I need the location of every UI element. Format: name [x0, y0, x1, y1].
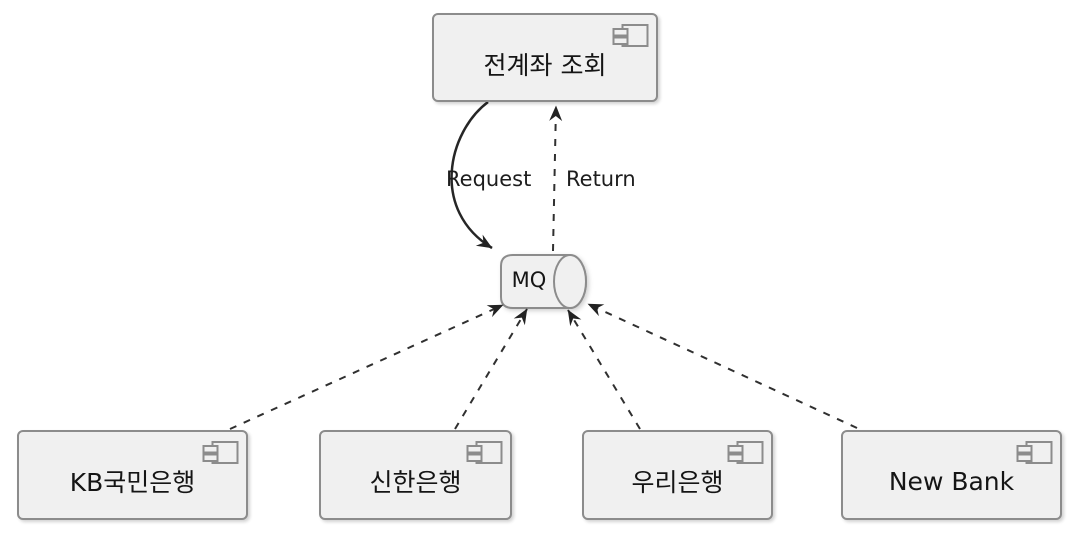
component-icon [466, 440, 503, 467]
node-inquiry-label: 전계좌 조회 [483, 50, 607, 80]
node-mq-label: MQ [511, 268, 547, 292]
node-shinhan-bank-label: 신한은행 [369, 468, 462, 497]
node-new-bank-label: New Bank [888, 466, 1015, 496]
node-kb-bank-label: KB국민은행 [69, 468, 196, 497]
return-arrow-label: Return [566, 167, 636, 191]
node-new-bank: New Bank [841, 430, 1062, 520]
request-arrow-label: Request [446, 167, 532, 191]
mq-queue-shape [500, 254, 587, 309]
node-woori-bank: 우리은행 [582, 430, 773, 520]
component-icon [727, 440, 764, 467]
component-icon [1016, 440, 1053, 467]
node-kb-bank: KB국민은행 [17, 430, 248, 520]
node-shinhan-bank: 신한은행 [319, 430, 512, 520]
shinhan-to-mq-arrow [454, 308, 528, 430]
component-icon [612, 23, 649, 50]
node-woori-bank-label: 우리은행 [631, 468, 724, 497]
kb-to-mq-arrow [229, 304, 504, 430]
component-icon [202, 440, 239, 467]
node-inquiry: 전계좌 조회 [432, 13, 658, 102]
request-arrow [450, 101, 493, 250]
newbank-to-mq-arrow [587, 303, 858, 429]
woori-to-mq-arrow [567, 309, 641, 430]
return-arrow [549, 105, 563, 252]
